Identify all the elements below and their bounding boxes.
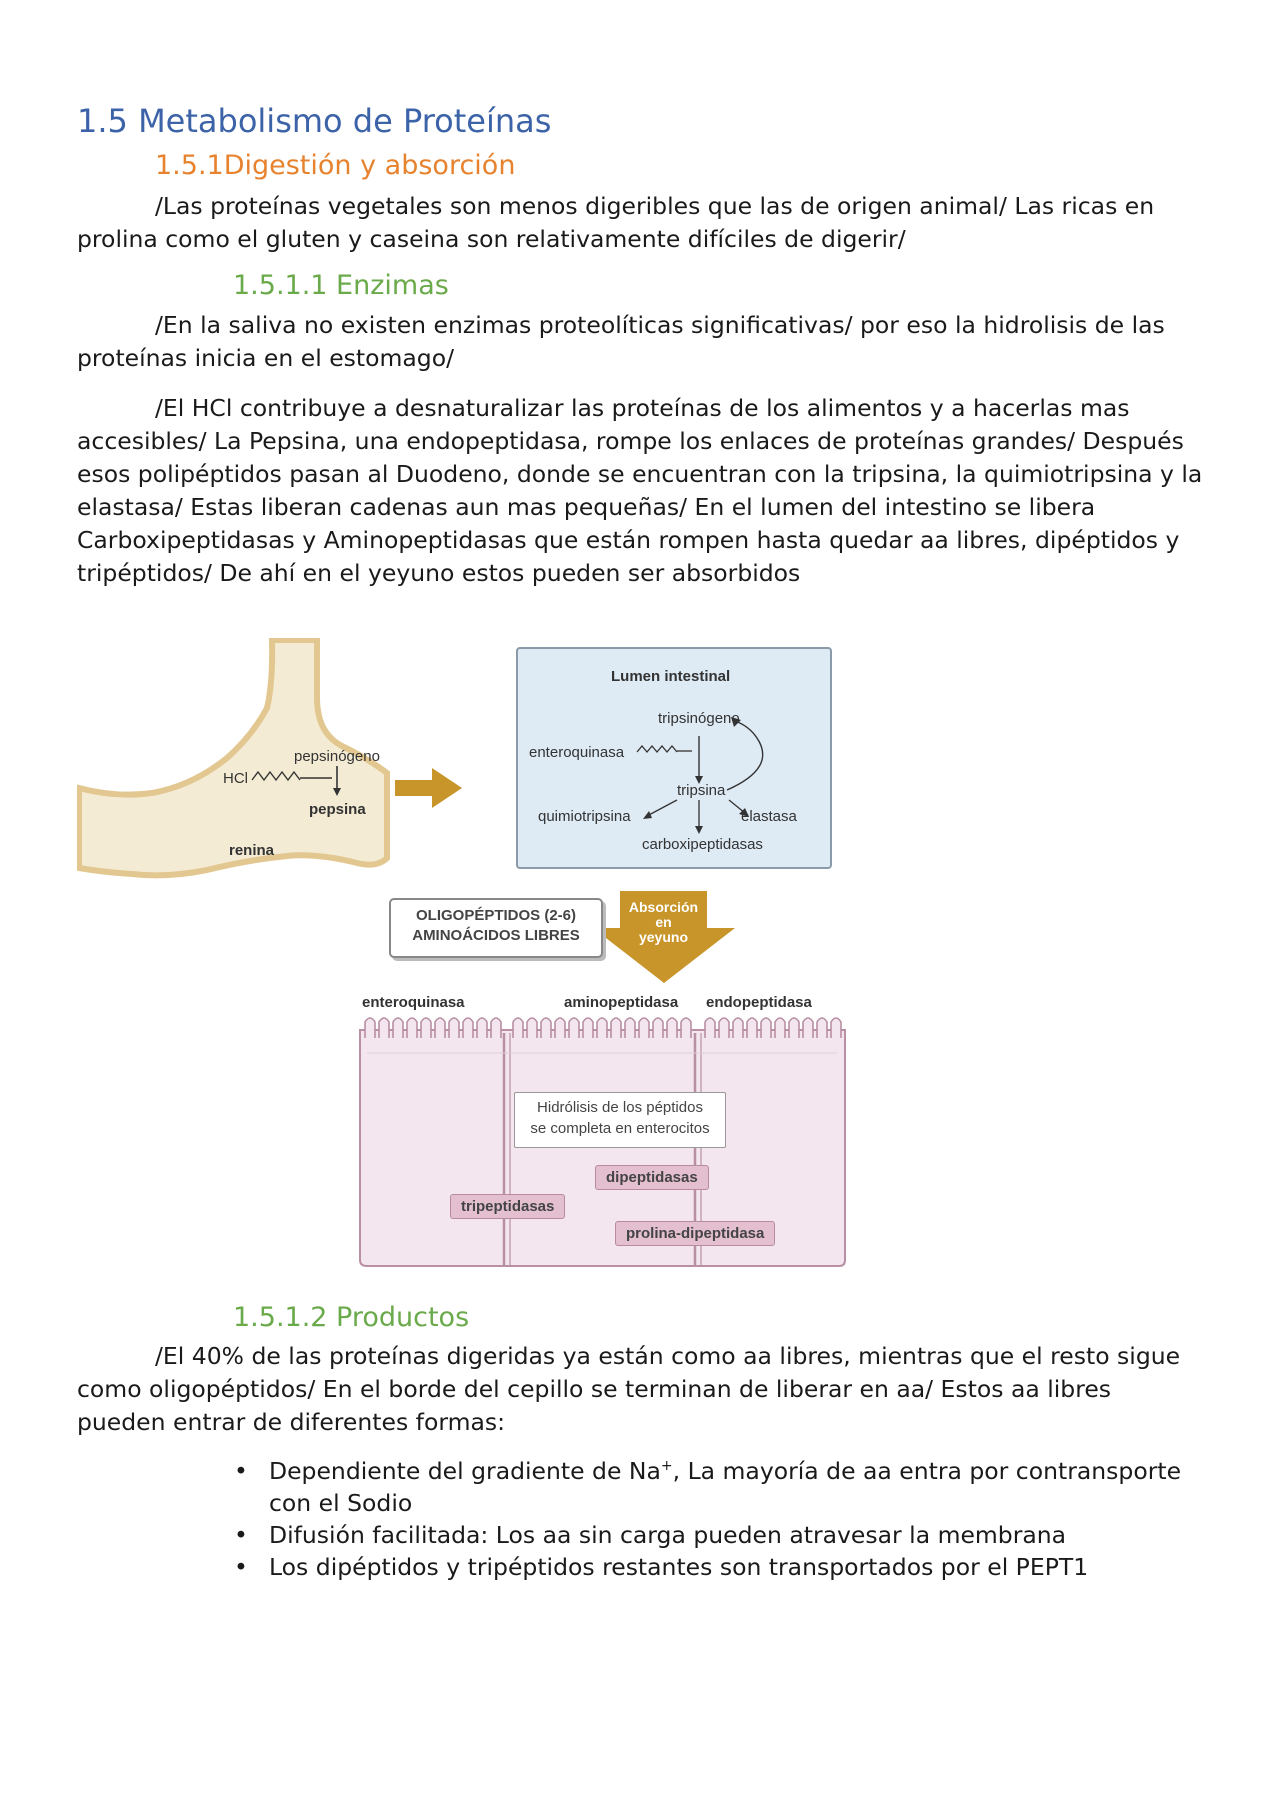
paragraph-saliva: /En la saliva no existen enzimas proteol…: [77, 311, 1165, 372]
lumen-box: [516, 647, 832, 869]
heading-enzimas: 1.5.1.1 Enzimas: [233, 270, 449, 301]
microvillus: [624, 1017, 636, 1038]
microvillus: [704, 1017, 716, 1038]
list-item: • Difusión facilitada: Los aa sin carga …: [234, 1521, 1067, 1549]
list-item: • Los dipéptidos y tripéptidos restantes…: [234, 1553, 1089, 1581]
hcl-zigzag: [251, 770, 301, 782]
microvillus: [462, 1017, 474, 1038]
microvillus: [392, 1017, 404, 1038]
microvillus: [666, 1017, 678, 1038]
microvillus: [830, 1017, 842, 1038]
label-brush-aminopeptidasa: aminopeptidasa: [564, 994, 679, 1011]
microvillus: [718, 1017, 730, 1038]
microvillus: [638, 1017, 650, 1038]
lumen-title: Lumen intestinal: [611, 668, 731, 685]
microvillus: [680, 1017, 692, 1038]
absorcion-label: Absorción en yeyuno: [628, 899, 699, 945]
tag-dipeptidasas: dipeptidasas: [595, 1165, 709, 1190]
tag-tripeptidasas: tripeptidasas: [450, 1194, 566, 1219]
microvillus: [732, 1017, 744, 1038]
stomach-shape: [77, 638, 390, 879]
bullet-icon: •: [234, 1553, 248, 1581]
list-item: • Dependiente del gradiente de Na+, La m…: [234, 1457, 1182, 1517]
microvillus: [816, 1017, 828, 1038]
microvillus: [788, 1017, 800, 1038]
microvillus: [420, 1017, 432, 1038]
microvilli: [364, 1017, 842, 1038]
heading-productos: 1.5.1.2 Productos: [233, 1302, 470, 1333]
microvillus: [448, 1017, 460, 1038]
label-pepsina: pepsina: [309, 801, 366, 818]
label-brush-enteroquinasa: enteroquinasa: [362, 994, 465, 1011]
microvillus: [378, 1017, 390, 1038]
oligopeptidos-box: OLIGOPÉPTIDOS (2-6) AMINOÁCIDOS LIBRES: [389, 898, 603, 958]
microvillus: [802, 1017, 814, 1038]
label-elastasa: elastasa: [741, 808, 797, 825]
microvillus: [760, 1017, 772, 1038]
microvillus: [434, 1017, 446, 1038]
subsection-heading: 1.5.1Digestión y absorción: [155, 150, 516, 181]
microvillus: [582, 1017, 594, 1038]
microvillus: [568, 1017, 580, 1038]
microvillus: [596, 1017, 608, 1038]
label-tripsina: tripsina: [677, 782, 726, 799]
section-heading: 1.5 Metabolismo de Proteínas: [77, 102, 552, 140]
label-carboxipeptidasas: carboxipeptidasas: [642, 836, 763, 853]
microvillus: [746, 1017, 758, 1038]
microvillus: [610, 1017, 622, 1038]
microvillus: [406, 1017, 418, 1038]
paragraph-hcl: /El HCl contribuye a desnaturalizar las …: [77, 394, 1203, 587]
microvillus: [652, 1017, 664, 1038]
label-renina: renina: [229, 842, 275, 859]
microvillus: [540, 1017, 552, 1038]
paragraph-digestion: /Las proteínas vegetales son menos diger…: [77, 192, 1155, 253]
bullet-icon: •: [234, 1457, 248, 1485]
label-tripsinogeno: tripsinógeno: [658, 710, 740, 727]
label-enteroquinasa: enteroquinasa: [529, 744, 625, 761]
microvillus: [364, 1017, 376, 1038]
microvillus: [476, 1017, 488, 1038]
paragraph-productos: /El 40% de las proteínas digeridas ya es…: [77, 1342, 1181, 1436]
protein-digestion-diagram: pepsinógeno HCl pepsina renina Lumen int…: [77, 638, 847, 1278]
microvillus: [554, 1017, 566, 1038]
microvillus: [774, 1017, 786, 1038]
microvillus: [490, 1017, 502, 1038]
gold-arrow-right: [395, 768, 462, 808]
absorcion-arrow: [593, 891, 735, 983]
tag-prolina-dipeptidasa: prolina-dipeptidasa: [615, 1221, 776, 1246]
microvillus: [512, 1017, 524, 1038]
bullet-icon: •: [234, 1521, 248, 1549]
label-pepsinogeno: pepsinógeno: [294, 748, 380, 765]
label-brush-endopeptidasa: endopeptidasa: [706, 994, 812, 1011]
bullet-list: • Dependiente del gradiente de Na+, La m…: [234, 1455, 1194, 1583]
hidrolisis-box: Hidrólisis de los péptidos se completa e…: [514, 1092, 726, 1148]
diagram-graphics: [77, 638, 846, 1267]
microvillus: [526, 1017, 538, 1038]
label-hcl: HCl: [223, 770, 248, 787]
label-quimiotripsina: quimiotripsina: [538, 808, 631, 825]
